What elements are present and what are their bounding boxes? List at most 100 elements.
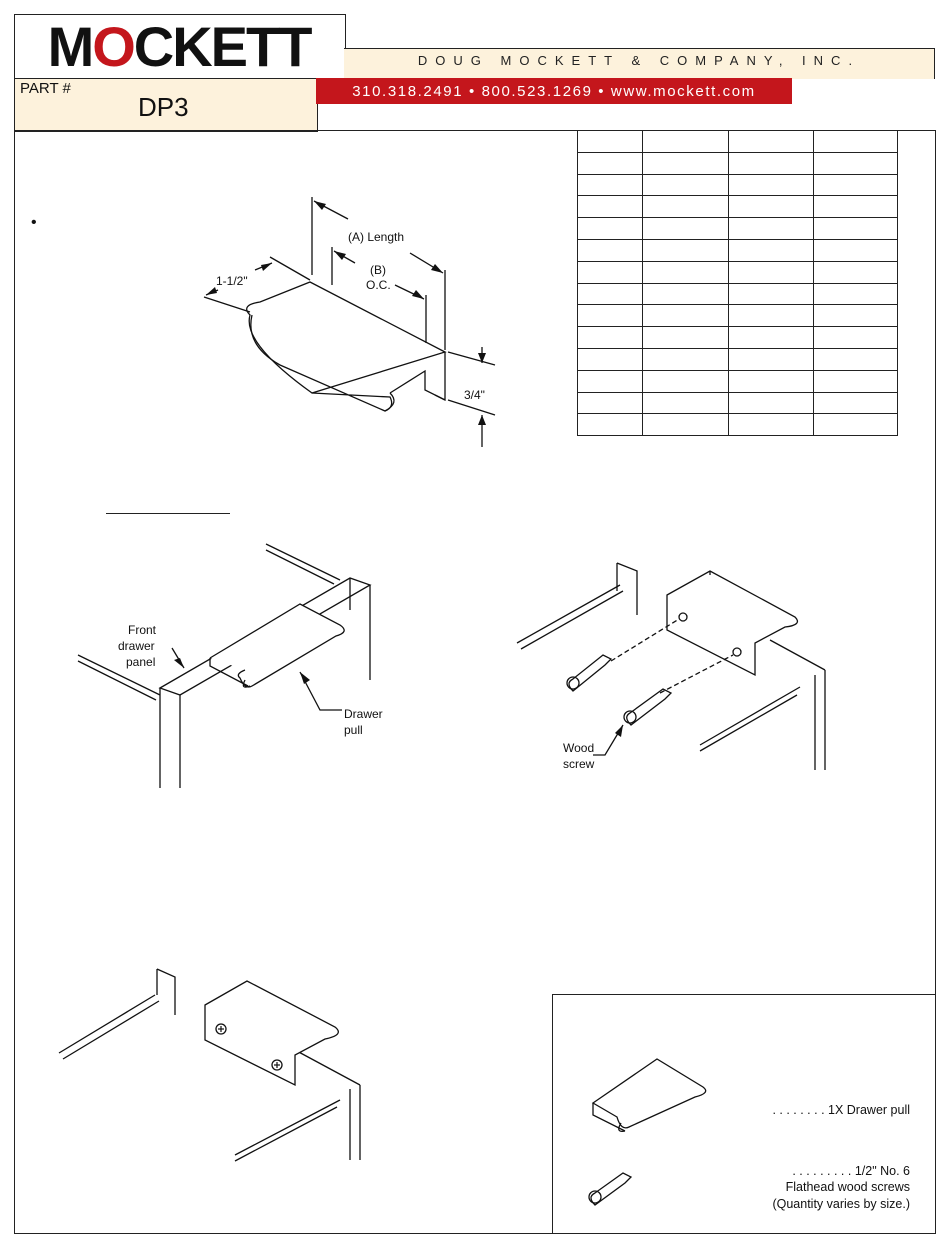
spec-table-cell bbox=[728, 151, 814, 175]
spec-table-cell bbox=[813, 151, 898, 175]
company-name: DOUG MOCKETT & COMPANY, INC. bbox=[417, 53, 861, 68]
spec-table-cell bbox=[813, 217, 898, 240]
logo-letter-m: M bbox=[47, 14, 95, 78]
front-panel-label-2: drawer bbox=[118, 639, 155, 653]
spec-table-row bbox=[577, 413, 898, 437]
spec-table-cell bbox=[813, 326, 898, 349]
section-underline bbox=[106, 513, 230, 514]
kit-item-screws-type: Flathead wood screws bbox=[785, 1180, 910, 1194]
spec-table-cell bbox=[728, 413, 814, 437]
bullet: • bbox=[31, 214, 37, 231]
spec-table-cell bbox=[728, 391, 814, 415]
logo-box bbox=[14, 14, 346, 79]
install-step-3-drawing bbox=[58, 968, 361, 1162]
spec-table-cell bbox=[813, 347, 898, 371]
install-step-2-drawing: Wood screw bbox=[516, 562, 826, 771]
height-label: 3/4" bbox=[464, 388, 485, 402]
spec-table-row bbox=[577, 304, 898, 328]
spec-table-cell bbox=[642, 304, 729, 328]
install-step-1-drawing: Front drawer panel Drawer pull bbox=[77, 543, 383, 788]
spec-table-cell bbox=[813, 369, 898, 393]
spec-table-row bbox=[577, 173, 898, 197]
spec-table bbox=[577, 130, 898, 437]
spec-table-row bbox=[577, 238, 898, 262]
spec-table-cell bbox=[642, 238, 729, 262]
drawer-pull-label-1: Drawer bbox=[344, 707, 383, 721]
kit-item-screws-note: (Quantity varies by size.) bbox=[772, 1197, 910, 1211]
spec-table-cell bbox=[577, 151, 643, 175]
spec-table-cell bbox=[577, 413, 643, 437]
spec-table-cell bbox=[642, 130, 729, 153]
spec-table-cell bbox=[642, 326, 729, 349]
oc-label-line1: (B) bbox=[370, 263, 386, 277]
spec-table-cell bbox=[813, 195, 898, 219]
spec-table-cell bbox=[728, 173, 814, 197]
spec-table-cell bbox=[577, 260, 643, 284]
spec-table-cell bbox=[813, 173, 898, 197]
spec-table-cell bbox=[577, 282, 643, 306]
drawer-pull-label-2: pull bbox=[344, 723, 363, 737]
spec-table-cell bbox=[728, 130, 814, 153]
spec-table-cell bbox=[642, 173, 729, 197]
part-number: DP3 bbox=[138, 92, 189, 122]
spec-table-cell bbox=[813, 130, 898, 153]
spec-table-cell bbox=[813, 304, 898, 328]
spec-table-row bbox=[577, 195, 898, 219]
spec-table-row bbox=[577, 282, 898, 306]
depth-label: 1-1/2" bbox=[216, 274, 248, 288]
spec-table-row bbox=[577, 369, 898, 393]
part-label: PART # bbox=[20, 80, 71, 97]
spec-table-cell bbox=[728, 282, 814, 306]
spec-table-cell bbox=[577, 173, 643, 197]
spec-table-cell bbox=[577, 238, 643, 262]
spec-table-row bbox=[577, 326, 898, 349]
spec-table-cell bbox=[577, 130, 643, 153]
spec-table-cell bbox=[577, 217, 643, 240]
spec-table-cell bbox=[728, 347, 814, 371]
spec-table-cell bbox=[813, 238, 898, 262]
dimension-drawing: (A) Length (B) O.C. 1-1/2" 3/4" bbox=[203, 197, 496, 447]
spec-table-row bbox=[577, 217, 898, 240]
spec-table-cell bbox=[642, 260, 729, 284]
kit-contents-drawings bbox=[588, 1058, 707, 1206]
spec-table-cell bbox=[813, 260, 898, 284]
spec-table-cell bbox=[813, 413, 898, 437]
spec-table-row bbox=[577, 260, 898, 284]
spec-table-cell bbox=[577, 369, 643, 393]
oc-label-line2: O.C. bbox=[366, 278, 391, 292]
spec-table-cell bbox=[642, 151, 729, 175]
contact-bar: 310.318.2491 • 800.523.1269 • www.mocket… bbox=[316, 78, 792, 104]
spec-table-cell bbox=[728, 260, 814, 284]
wood-screw-label-1: Wood bbox=[563, 741, 594, 755]
spec-table-cell bbox=[577, 391, 643, 415]
spec-table-cell bbox=[577, 304, 643, 328]
spec-table-cell bbox=[728, 217, 814, 240]
spec-table-cell bbox=[577, 326, 643, 349]
spec-table-cell bbox=[642, 369, 729, 393]
spec-table-cell bbox=[728, 238, 814, 262]
company-band bbox=[344, 48, 935, 79]
spec-table-cell bbox=[642, 195, 729, 219]
logo-letter-o: O bbox=[92, 14, 136, 78]
spec-table-row bbox=[577, 151, 898, 175]
spec-table-cell bbox=[728, 326, 814, 349]
spec-table-row bbox=[577, 347, 898, 371]
kit-item-screws-size: . . . . . . . . . 1/2" No. 6 bbox=[792, 1164, 910, 1178]
spec-table-cell bbox=[728, 195, 814, 219]
front-panel-label-1: Front bbox=[128, 623, 157, 637]
spec-table-cell bbox=[577, 347, 643, 371]
spec-table-cell bbox=[642, 391, 729, 415]
front-panel-label-3: panel bbox=[126, 655, 155, 669]
logo-letters-ckett: CKETT bbox=[133, 14, 313, 78]
spec-table-row bbox=[577, 391, 898, 415]
spec-table-cell bbox=[728, 304, 814, 328]
kit-item-drawer-pull: . . . . . . . . 1X Drawer pull bbox=[772, 1103, 910, 1117]
spec-table-cell bbox=[642, 347, 729, 371]
spec-table-row bbox=[577, 130, 898, 153]
spec-table-cell bbox=[813, 282, 898, 306]
length-label: (A) Length bbox=[348, 230, 404, 244]
spec-table-cell bbox=[728, 369, 814, 393]
spec-table-cell bbox=[577, 195, 643, 219]
document-frame bbox=[14, 130, 936, 1234]
